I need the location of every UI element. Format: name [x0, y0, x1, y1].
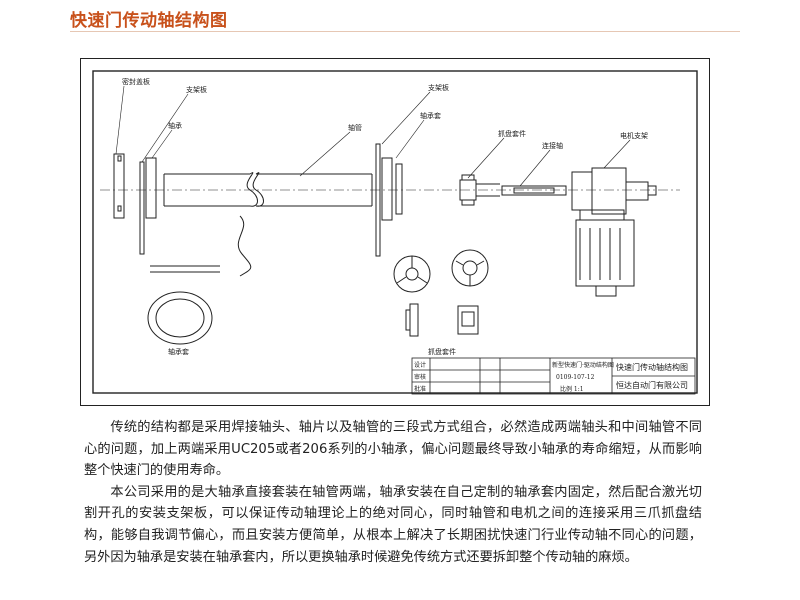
tb-drawing-name: 快速门传动轴结构图 — [616, 362, 688, 372]
tb-project: 新型快速门·驱动结构图 — [552, 361, 614, 369]
label-bearing-sleeve-bottom: 轴承套 — [168, 347, 189, 356]
title-block — [411, 357, 696, 395]
motor-assembly — [571, 167, 657, 297]
bracket-plate-right — [375, 143, 381, 257]
chuck-part-1 — [409, 303, 419, 337]
paragraph-traditional: 传统的结构都是采用焊接轴头、轴片以及轴管的三段式方式组合，必然造成两端轴头和中间… — [84, 420, 702, 479]
label-chuck-kit-bottom: 抓盘套件 — [428, 347, 456, 356]
page-title: 快速门传动轴结构图 — [70, 11, 228, 31]
label-shaft-tube: 轴管 — [348, 123, 362, 132]
tb-row-design: 设计 — [414, 361, 426, 369]
label-bracket-plate-left: 支架板 — [186, 85, 207, 94]
bearing-sleeve-right — [381, 157, 393, 221]
label-chuck-kit-top: 抓盘套件 — [498, 129, 526, 138]
transmission-shaft-drawing: 密封盖板 支架板 轴承 轴管 支架板 轴承套 抓盘套件 连接轴 电机支架 轴承套… — [80, 58, 710, 406]
drawing-inner-frame — [92, 70, 698, 394]
sealing-cover-left — [113, 153, 125, 219]
bracket-plate-left — [139, 161, 145, 255]
bearing-left — [145, 157, 157, 219]
shaft-tube — [163, 172, 373, 207]
label-connecting-shaft: 连接轴 — [542, 141, 563, 150]
tb-row-approve: 批准 — [414, 385, 426, 393]
tb-scale: 比例 1:1 — [560, 385, 584, 393]
drawing-outer-frame — [80, 58, 710, 406]
tb-row-review: 审核 — [414, 373, 426, 381]
label-sealing-cover: 密封盖板 — [122, 77, 150, 86]
bearing-sleeve-ring — [147, 291, 213, 345]
label-motor-bracket: 电机支架 — [620, 131, 648, 140]
paragraph-company-solution: 本公司采用的是大轴承直接套装在轴管两端，轴承安装在自己定制的轴承套内固定，然后配… — [84, 484, 702, 565]
label-bearing-sleeve-top: 轴承套 — [420, 111, 441, 120]
tb-code: 0109-107-12 — [556, 374, 595, 381]
tb-company: 恒达自动门有限公司 — [616, 380, 688, 390]
label-bracket-plate-right: 支架板 — [428, 83, 449, 92]
chuck-part-2 — [457, 305, 479, 335]
description-text: 传统的结构都是采用焊接轴头、轴片以及轴管的三段式方式组合，必然造成两端轴头和中间… — [84, 417, 702, 568]
label-bearing: 轴承 — [168, 121, 182, 130]
title-divider — [70, 31, 740, 32]
connecting-shaft — [501, 185, 567, 196]
shaft-tube-break — [237, 215, 252, 277]
